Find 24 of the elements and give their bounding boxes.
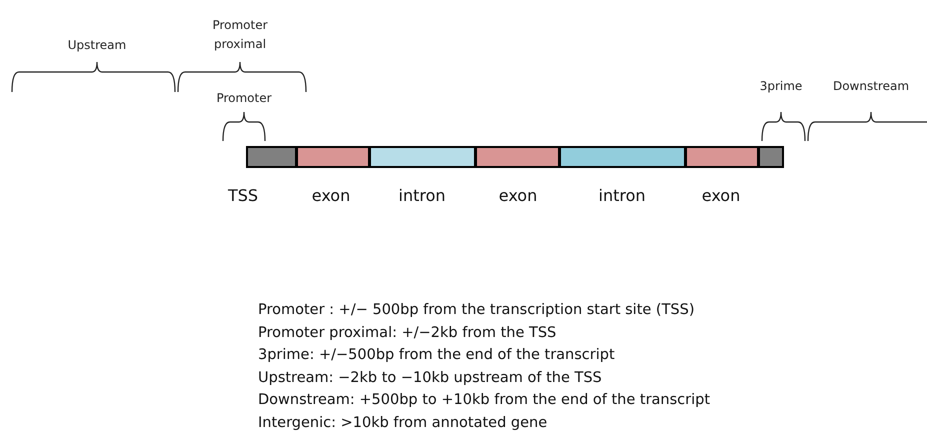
definition-note: Downstream: +500bp to +10kb from the end of the transcript [258, 392, 710, 408]
region-label: Downstream [832, 78, 910, 95]
end-segment [758, 146, 784, 168]
definition-note: Upstream: −2kb to −10kb upstream of the TSS [258, 370, 602, 386]
region-label: Upstream [66, 37, 128, 54]
segment-label: exon [702, 186, 740, 205]
definition-note: Promoter : +/− 500bp from the transcription start site (TSS) [258, 302, 695, 318]
exon-segment [685, 146, 759, 168]
region-label: Promoter proximal [211, 17, 269, 53]
definition-note: Promoter proximal: +/−2kb from the TSS [258, 324, 556, 340]
segment-label: intron [398, 186, 446, 205]
tss-segment [246, 146, 297, 168]
intron-segment [559, 146, 686, 168]
intron-segment [369, 146, 476, 168]
segment-label: exon [498, 186, 538, 205]
definition-note: 3prime: +/−500bp from the end of the transcript [258, 347, 615, 363]
region-label: Promoter [215, 90, 273, 107]
segment-label: exon [312, 186, 350, 205]
region-label: 3prime [758, 78, 804, 95]
segment-label: intron [598, 186, 646, 205]
definition-note: Intergenic: >10kb from annotated gene [258, 414, 548, 430]
exon-segment [475, 146, 560, 168]
segment-label: TSS [228, 186, 258, 205]
exon-segment [296, 146, 370, 168]
